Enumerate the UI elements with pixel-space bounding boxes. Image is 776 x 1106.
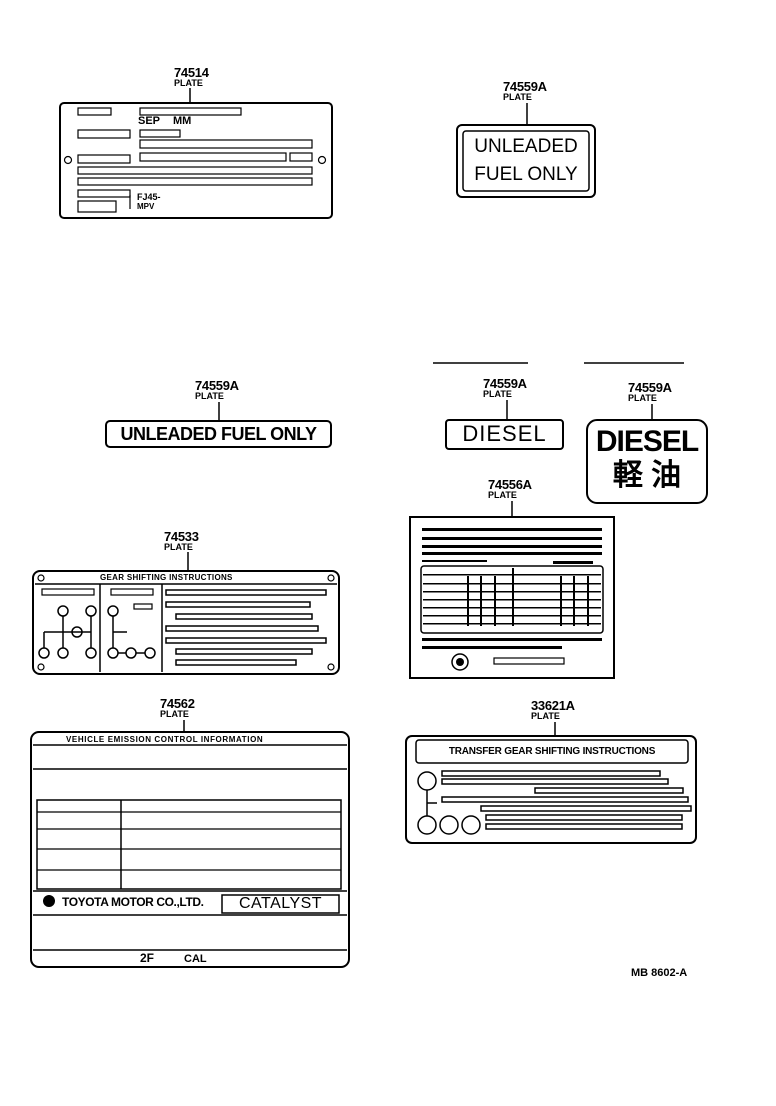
- plate-74559a-diesel-text: DIESEL: [462, 421, 547, 446]
- part-label-74562: PLATE: [160, 709, 189, 719]
- part-number-74559a-diesel-jp: 74559A: [628, 380, 672, 395]
- part-number-74559a-diesel: 74559A: [483, 376, 527, 391]
- part-number-33621a: 33621A: [531, 698, 575, 713]
- part-number-74559a-mid: 74559A: [195, 378, 239, 393]
- plate-74559a-diesel-jp-kanji: 軽 油: [612, 459, 682, 492]
- part-number-74533: 74533: [164, 529, 199, 544]
- part-label-74559a-mid: PLATE: [195, 391, 224, 401]
- part-number-74559a-top: 74559A: [503, 79, 547, 94]
- part-label-74559a-top: PLATE: [503, 92, 532, 102]
- plate-74514-sep: SEP: [138, 115, 161, 127]
- plate-74562-title: VEHICLE EMISSION CONTROL INFORMATION: [66, 735, 264, 744]
- plate-74562-region: CAL: [184, 953, 207, 965]
- diagram-code: MB 8602-A: [631, 967, 688, 979]
- plate-74562-catalyst: CATALYST: [238, 895, 323, 912]
- plate-74562-engine: 2F: [140, 951, 155, 965]
- plate-74559a-mid-text: UNLEADED FUEL ONLY: [120, 424, 317, 444]
- plate-74514-mm: MM: [173, 115, 192, 127]
- plate-74533-title: GEAR SHIFTING INSTRUCTIONS: [100, 573, 233, 582]
- plate-74559a-top-line2: FUEL ONLY: [474, 164, 578, 185]
- part-number-74562: 74562: [160, 696, 195, 711]
- part-label-33621a: PLATE: [531, 711, 560, 721]
- part-number-74514: 74514: [174, 65, 209, 80]
- plate-33621a-title: TRANSFER GEAR SHIFTING INSTRUCTIONS: [448, 746, 656, 757]
- part-label-74559a-diesel-jp: PLATE: [628, 393, 657, 403]
- part-number-74556a: 74556A: [488, 477, 532, 492]
- part-label-74556a: PLATE: [488, 490, 517, 500]
- plate-74559a-top-line1: UNLEADED: [474, 136, 578, 157]
- plate-74514-model-line2: MPV: [137, 202, 155, 211]
- part-label-74514: PLATE: [174, 78, 203, 88]
- plate-74559a-diesel-jp-text: DIESEL: [595, 425, 699, 458]
- plate-74514-model-line1: FJ45-: [137, 192, 161, 202]
- part-label-74559a-diesel: PLATE: [483, 389, 512, 399]
- plate-74562-maker: TOYOTA MOTOR CO.,LTD.: [62, 895, 204, 909]
- part-label-74533: PLATE: [164, 542, 193, 552]
